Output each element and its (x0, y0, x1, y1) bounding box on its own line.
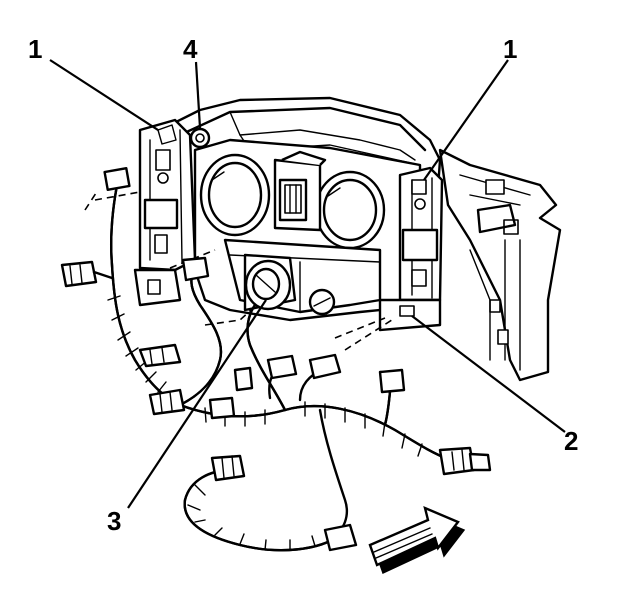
callout-1-left: 1 (28, 34, 43, 64)
front-direction-arrow (368, 505, 466, 575)
harness-grommet (244, 259, 292, 311)
right-mounting-bracket (378, 166, 444, 332)
fastener-nut (189, 127, 211, 149)
callout-1-right: 1 (503, 34, 518, 64)
wiring-harness (60, 167, 492, 542)
callout-2: 2 (564, 426, 579, 456)
callout-leaders (49, 59, 566, 509)
left-mounting-bracket (133, 118, 197, 307)
callout-4: 4 (183, 34, 198, 64)
callout-3: 3 (107, 506, 122, 536)
dash-side-panel (438, 148, 562, 382)
jumper-harness (183, 454, 358, 552)
